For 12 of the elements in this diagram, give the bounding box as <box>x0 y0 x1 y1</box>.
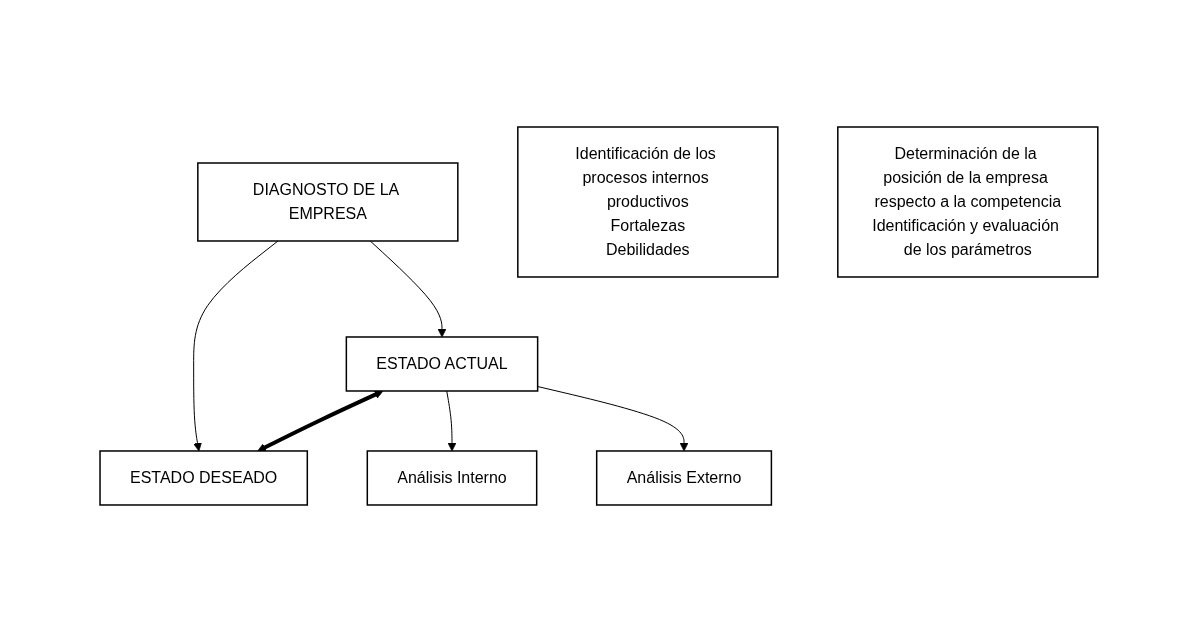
node-box: Determinación de la posición de la empresa respecto a la competencia Identificación y evaluación de los parámetros <box>837 125 1099 278</box>
arrow <box>193 240 279 451</box>
node-box: ESTADO ACTUAL <box>345 335 539 392</box>
node-box: Análisis Interno <box>366 449 538 506</box>
arrow <box>537 385 689 451</box>
arrow <box>369 240 447 337</box>
node-box: ESTADO DESEADO <box>99 449 309 506</box>
arrow <box>446 390 457 451</box>
node-box: DIAGNOSTO DE LA EMPRESA <box>197 161 459 242</box>
node-box: Análisis Externo <box>596 449 773 506</box>
arrow <box>257 389 384 451</box>
node-box: Identificación de los procesos internos productivos Fortalezas Debilidades <box>517 125 779 278</box>
